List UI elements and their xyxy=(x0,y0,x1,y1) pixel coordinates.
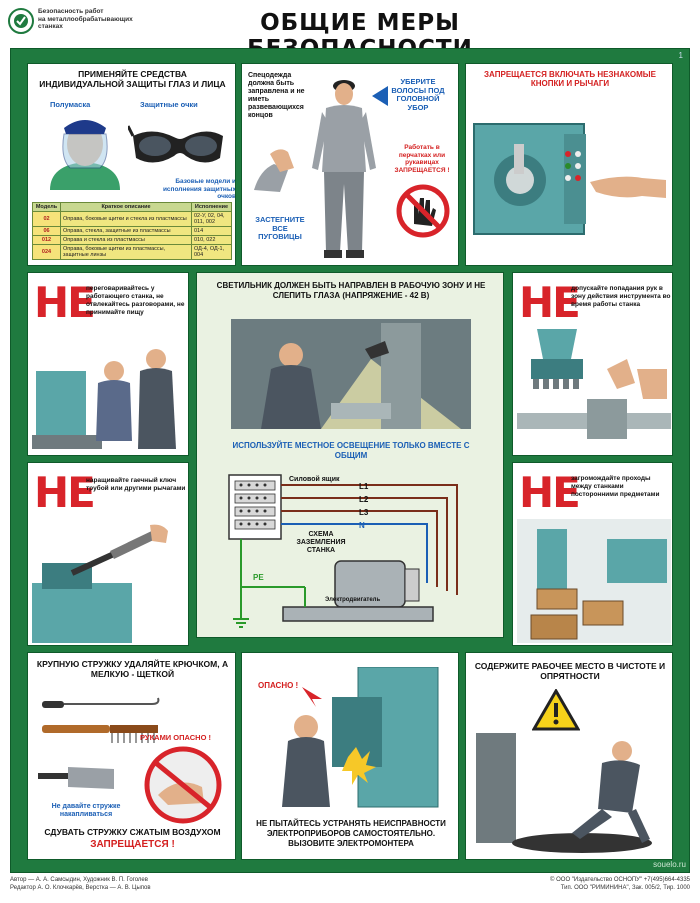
logo-icon xyxy=(8,8,34,34)
scoop-icon xyxy=(38,767,114,789)
cluttered-floor-illustration xyxy=(517,519,671,643)
workers-talking-illustration xyxy=(32,349,176,449)
gloves-text: Работать в перчатках или рукавицах ЗАПРЕ… xyxy=(394,144,450,174)
accumulate-text: Не давайте стружке накапливаться xyxy=(51,803,121,818)
danger-label: ОПАСНО ! xyxy=(258,681,299,690)
hand-sleeve-illustration xyxy=(254,149,294,192)
milling-cutter-illustration xyxy=(517,329,671,439)
hands-danger-label: РУКАМИ ОПАСНО ! xyxy=(140,733,211,742)
passages-text: загромождайте проходы между станками пос… xyxy=(571,475,660,498)
ne-label: НЕ xyxy=(34,468,96,517)
table-header: Модель xyxy=(32,202,61,212)
goggles-model-table: Модель Краткое описание Исполнение 02 Оп… xyxy=(32,202,232,260)
hook-icon xyxy=(42,697,160,708)
hair-text: УБЕРИТЕ ВОЛОСЫ ПОД ГОЛОВНОЙ УБОР xyxy=(391,77,445,112)
line-label: L1 xyxy=(359,482,369,491)
worker-illustration xyxy=(312,80,376,258)
line-label: L3 xyxy=(359,508,369,517)
grounding-scheme-diagram xyxy=(228,474,458,628)
panel-unknown-buttons: ЗАПРЕЩАЕТСЯ ВКЛЮЧАТЬ НЕЗНАКОМЫЕ КНОПКИ И… xyxy=(465,63,673,266)
header: Безопасность работ на металлообрабатываю… xyxy=(0,0,700,62)
arrow-left-icon xyxy=(372,86,388,106)
control-panel-illustration xyxy=(473,123,666,235)
site-label: souelo.ru xyxy=(653,860,686,869)
table-row: 024 Оправа, боковые щитки из пластмассы,… xyxy=(32,244,232,260)
table-row: 012 Оправа и стекла из пластмассы 010, 0… xyxy=(32,235,232,245)
wrench-illustration xyxy=(32,524,168,643)
chips-title: КРУПНУЮ СТРУЖКУ УДАЛЯЙТЕ КРЮЧКОМ, А МЕЛК… xyxy=(36,659,229,679)
protection-title: ПРИМЕНЯЙТЕ СРЕДСТВА ИНДИВИДУАЛЬНОЙ ЗАЩИТ… xyxy=(39,69,226,89)
electrical-text: НЕ ПЫТАЙТЕСЬ УСТРАНЯТЬ НЕИСПРАВНОСТИ ЭЛЕ… xyxy=(256,819,446,848)
line-label: N xyxy=(359,521,365,530)
line-label: L2 xyxy=(359,495,369,504)
hands-text: допускайте попадания рук в зону действия… xyxy=(571,285,671,308)
power-box-label: Силовой ящик xyxy=(289,476,340,483)
goggles-illustration xyxy=(128,125,223,163)
halfmask-illustration xyxy=(50,120,120,190)
panel-chip-removal: КРУПНУЮ СТРУЖКУ УДАЛЯЙТЕ КРЮЧКОМ, А МЕЛК… xyxy=(27,652,236,860)
page-number: 1 xyxy=(678,51,683,60)
lighting-subtitle: ИСПОЛЬЗУЙТЕ МЕСТНОЕ ОСВЕЩЕНИЕ ТОЛЬКО ВМЕ… xyxy=(232,441,470,460)
no-gloves-icon xyxy=(396,184,450,238)
models-caption: Базовые модели и исполнения защитных очк… xyxy=(162,178,236,200)
ne-label: НЕ xyxy=(34,278,96,327)
panel-no-distraction: НЕ переговаривайтесь у работающего станк… xyxy=(27,272,189,456)
panel-passages: НЕ загромождайте проходы между станками … xyxy=(512,462,673,646)
panel-work-clothing: Спецодежда должна быть заправлена и не и… xyxy=(241,63,459,266)
clothing-text: Спецодежда должна быть заправлена и не и… xyxy=(248,72,305,119)
ne-label: НЕ xyxy=(519,278,581,327)
motor-label: Электродвигатель xyxy=(325,597,381,603)
panel-wrench: НЕ наращивайте гаечный ключ трубой или д… xyxy=(27,462,189,646)
table-header: Исполнение xyxy=(191,202,232,212)
org-label: Безопасность работ на металлообрабатываю… xyxy=(38,8,133,30)
buttons-title: ЗАПРЕЩАЕТСЯ ВКЛЮЧАТЬ НЕЗНАКОМЫЕ КНОПКИ И… xyxy=(484,70,656,88)
table-row: 06 Оправа, стекла, защитные из пластмасс… xyxy=(32,226,232,236)
panel-lighting-grounding: СВЕТИЛЬНИК ДОЛЖЕН БЫТЬ НАПРАВЛЕН В РАБОЧ… xyxy=(196,272,504,638)
panel-hands-danger: НЕ допускайте попадания рук в зону дейст… xyxy=(512,272,673,456)
slipping-worker-illustration xyxy=(476,733,652,853)
wrench-text: наращивайте гаечный ключ трубой или друг… xyxy=(86,477,186,492)
buttons-text: ЗАСТЕГНИТЕ ВСЕ ПУГОВИЦЫ xyxy=(255,215,305,241)
panel-electrical: ОПАСНО ! НЕ ПЫТАЙТЕСЬ УСТРАНЯТЬ НЕИСПРАВ… xyxy=(241,652,459,860)
distraction-text: переговаривайтесь у работающего станка, … xyxy=(86,285,185,316)
electrical-repair-illustration xyxy=(282,667,439,808)
table-header: Краткое описание xyxy=(60,202,192,212)
compressed-air-text: СДУВАТЬ СТРУЖКУ СЖАТЫМ ВОЗДУХОМ xyxy=(44,827,221,837)
arrow-down-right-icon xyxy=(302,687,322,707)
clean-title: СОДЕРЖИТЕ РАБОЧЕЕ МЕСТО В ЧИСТОТЕ И ОПРЯ… xyxy=(474,661,666,681)
panel-eye-protection: ПРИМЕНЯЙТЕ СРЕДСТВА ИНДИВИДУАЛЬНОЙ ЗАЩИТ… xyxy=(27,63,236,266)
grounding-scheme-label: СХЕМА ЗАЗЕМЛЕНИЯ СТАНКА xyxy=(296,531,346,554)
table-row: 02 Оправа, боковые щитки и стекла из пла… xyxy=(32,211,232,227)
warning-triangle-icon xyxy=(532,689,580,731)
footer-credits: Автор — А. А. Самсыдин, Художник В. П. Г… xyxy=(10,877,151,891)
footer-publisher: © ООО "Издательство ОСНОПУ" +7(495)664-4… xyxy=(550,877,690,891)
panel-clean-workplace: СОДЕРЖИТЕ РАБОЧЕЕ МЕСТО В ЧИСТОТЕ И ОПРЯ… xyxy=(465,652,673,860)
ne-label: НЕ xyxy=(519,468,581,517)
forbidden-label: ЗАПРЕЩАЕТСЯ ! xyxy=(90,839,175,850)
pe-label: PE xyxy=(253,573,264,582)
lighting-title: СВЕТИЛЬНИК ДОЛЖЕН БЫТЬ НАПРАВЛЕН В РАБОЧ… xyxy=(216,281,486,300)
lamp-workplace-illustration xyxy=(231,319,471,429)
hand-chips-danger-illustration xyxy=(144,746,222,824)
halfmask-label: Полумаска xyxy=(50,100,91,109)
brush-icon xyxy=(42,725,158,743)
goggles-label: Защитные очки xyxy=(140,100,198,109)
